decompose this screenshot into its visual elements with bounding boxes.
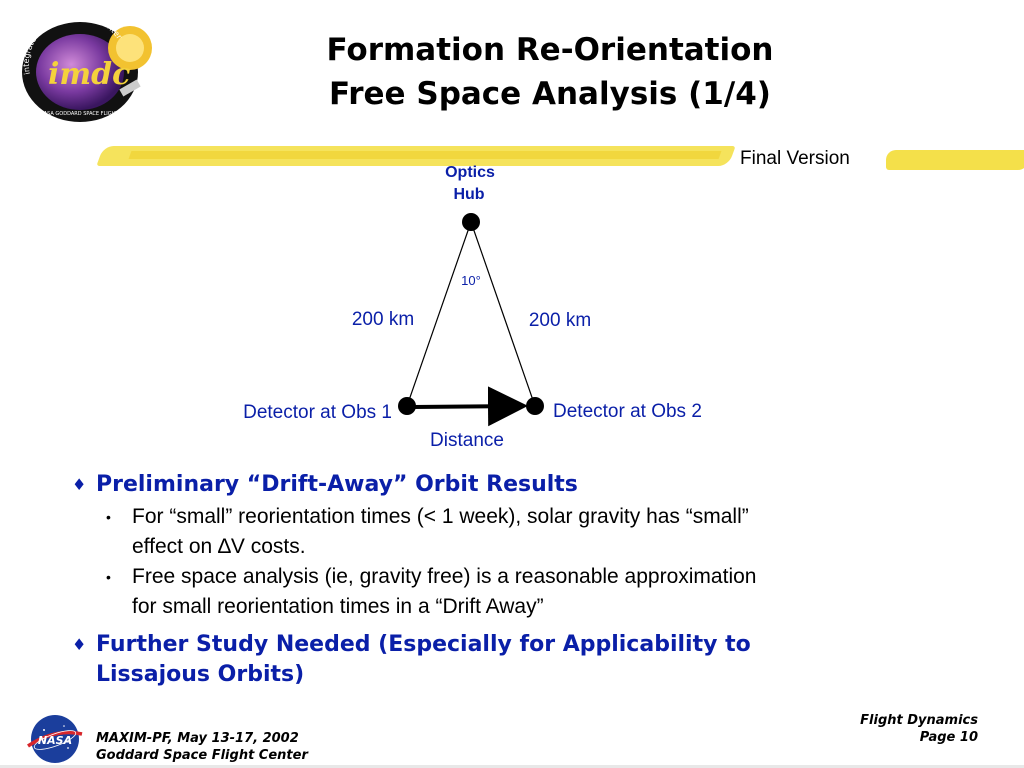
footer-section: Flight Dynamics: [860, 713, 978, 728]
diamond-bullet-icon: ♦: [72, 635, 87, 654]
sub-bullet-1-text: For “small” reorientation times (< 1 wee…: [132, 502, 749, 562]
bullet-2-text: Further Study Needed (Especially for App…: [96, 630, 751, 690]
dot-bullet-icon: •: [106, 569, 111, 585]
bullet-2-line1: Further Study Needed (Especially for App…: [96, 632, 751, 657]
obs1-node: [398, 397, 416, 415]
distance-label: Distance: [430, 430, 504, 451]
bullet-1-text: Preliminary “Drift-Away” Orbit Results: [96, 472, 578, 497]
highlighter-stroke-left-inner: [128, 151, 722, 159]
angle-label: 10°: [461, 273, 481, 288]
bullet-1: ♦ Preliminary “Drift-Away” Orbit Results: [72, 470, 972, 500]
imdc-logo: integrated mission design center imdc NA…: [22, 14, 152, 122]
bullet-list: ♦ Preliminary “Drift-Away” Orbit Results…: [72, 470, 972, 692]
title-line-2: Free Space Analysis (1/4): [329, 76, 771, 112]
slide-title: Formation Re-Orientation Free Space Anal…: [240, 28, 860, 116]
right-leg-label: 200 km: [529, 310, 591, 331]
highlighter-stroke-right: [886, 150, 1024, 170]
sub-bullet-1-line1: For “small” reorientation times (< 1 wee…: [132, 505, 749, 528]
obs1-label: Detector at Obs 1: [243, 402, 392, 423]
hub-label-line1: Optics: [445, 164, 495, 181]
logo-bottom-text: NASA GODDARD SPACE FLIGHT CENTER: [40, 111, 141, 117]
nasa-logo: NASA: [27, 715, 83, 763]
optics-hub-node: [462, 213, 480, 231]
sub-bullet-1-line2: effect on ∆V costs.: [132, 535, 306, 558]
sub-bullet-2-text: Free space analysis (ie, gravity free) i…: [132, 562, 756, 622]
nasa-logo-text: NASA: [38, 734, 72, 747]
sub-bullet-2-line2: for small reorientation times in a “Drif…: [132, 595, 544, 618]
footer-divider: [0, 765, 1024, 768]
sub-bullet-2-line1: Free space analysis (ie, gravity free) i…: [132, 565, 757, 588]
formation-diagram: Optics Hub 10° 200 km 200 km Detector at…: [243, 164, 702, 451]
status-label: Final Version: [740, 148, 850, 169]
diamond-bullet-icon: ♦: [72, 475, 87, 494]
left-leg-label: 200 km: [352, 309, 414, 330]
left-leg-line: [406, 221, 472, 407]
title-line-1: Formation Re-Orientation: [326, 32, 774, 68]
sub-bullet-2: • Free space analysis (ie, gravity free)…: [106, 562, 972, 622]
footer-event: MAXIM-PF, May 13-17, 2002: [96, 731, 299, 746]
distance-arrow: [412, 386, 528, 427]
dot-bullet-icon: •: [106, 509, 111, 525]
right-leg-line: [470, 221, 536, 407]
logo-text: imdc: [48, 57, 130, 92]
footer-right: Flight Dynamics Page 10: [780, 712, 978, 746]
footer-org: Goddard Space Flight Center: [96, 748, 308, 763]
obs2-label: Detector at Obs 2: [553, 401, 702, 422]
page-number: Page 10: [919, 730, 978, 745]
footer-left: MAXIM-PF, May 13-17, 2002 Goddard Space …: [96, 730, 308, 764]
bullet-2-line2: Lissajous Orbits): [96, 662, 305, 687]
obs2-node: [526, 397, 544, 415]
hub-label-line2: Hub: [453, 186, 484, 203]
bullet-2: ♦ Further Study Needed (Especially for A…: [72, 630, 972, 690]
sub-bullet-1: • For “small” reorientation times (< 1 w…: [106, 502, 972, 562]
